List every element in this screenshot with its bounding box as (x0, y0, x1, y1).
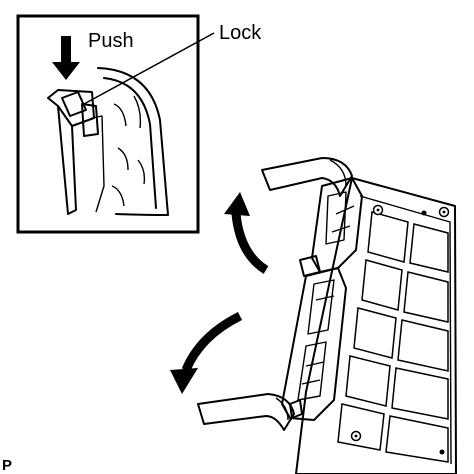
push-arrow-icon (52, 36, 80, 80)
panel-grid (337, 211, 449, 463)
top-flat-cable (261, 157, 353, 197)
lock-label: Lock (219, 22, 262, 44)
inset-housing (97, 67, 169, 216)
page-marker: P (2, 457, 12, 474)
bottom-flat-cable (197, 393, 295, 431)
panel-screws (350, 204, 450, 455)
rotate-down-arrow-icon (170, 311, 243, 394)
push-label: Push (88, 30, 134, 52)
inset-detail: Push Lock (16, 14, 262, 234)
lock-leader-line (83, 32, 215, 105)
inset-connector (47, 89, 105, 215)
main-panel (295, 177, 457, 474)
lock-tab (61, 91, 87, 117)
inset-frame (16, 14, 200, 234)
rotate-up-arrow-icon (224, 192, 269, 274)
